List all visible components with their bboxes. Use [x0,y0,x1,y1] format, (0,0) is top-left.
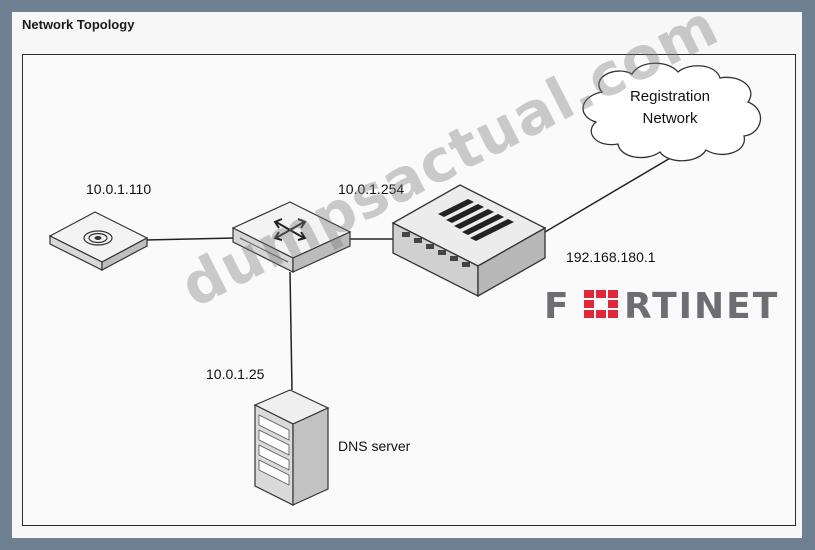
wifi-icon [83,230,113,246]
registration-network-cloud [582,62,762,162]
client-ip-label: 10.0.1.110 [86,181,152,197]
cloud-label-line2: Network [642,110,698,127]
fortigate-ports [402,232,470,267]
dns-server [253,389,330,506]
cloud-label-line1: Registration [629,88,711,105]
switch-arrows-icon [273,218,307,241]
diagram-title: Network Topology [22,17,135,32]
fortigate-wan-ip-label: 192.168.180.1 [566,249,656,265]
fortigate-logo-icon [438,199,514,241]
cloud-label: Registration Network [595,86,745,130]
link-client-switch [144,237,236,241]
dns-server-label: DNS server [338,438,411,454]
client-device [48,211,149,271]
link-fortigate-cloud [544,156,673,233]
fortigate-firewall [391,184,547,298]
link-switch-dns [289,271,293,391]
fortigate-lan-ip-label: 10.0.1.254 [338,181,405,197]
fortinet-logo-mark [584,290,618,318]
dns-ip-label: 10.0.1.25 [206,366,265,382]
network-switch [231,201,352,273]
